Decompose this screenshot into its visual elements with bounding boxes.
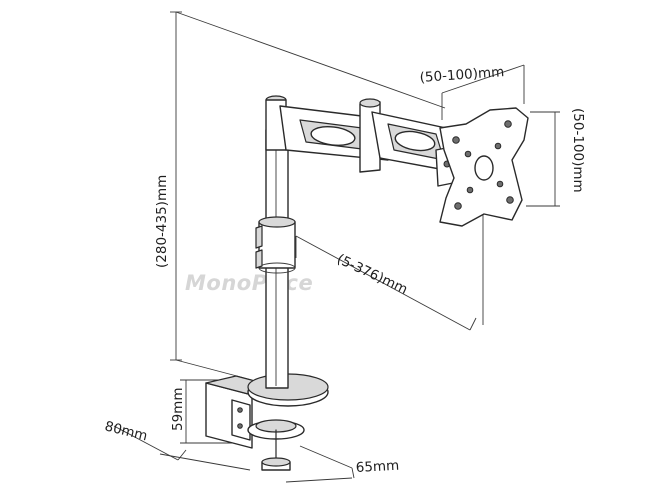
clamp-width-dim-tick bbox=[351, 467, 355, 479]
clamp-hole-1 bbox=[237, 407, 243, 413]
vesa-width-dim-line bbox=[441, 64, 525, 94]
pole-height-extension-top bbox=[175, 11, 446, 109]
arm-reach-dim-line bbox=[295, 235, 471, 331]
clamp-front-plate bbox=[231, 399, 251, 441]
vesa-height-label: (50-100)mm bbox=[570, 108, 586, 193]
dimension-lines bbox=[113, 11, 560, 483]
watermark-text: MonoPrice bbox=[185, 271, 313, 295]
height-collar bbox=[258, 221, 296, 269]
vesa-hole-1 bbox=[452, 136, 460, 144]
vesa-width-label: (50-100)mm bbox=[419, 64, 505, 86]
arm-reach-dim-tick bbox=[469, 317, 477, 331]
vesa-hole-2 bbox=[504, 120, 512, 128]
vesa-hole-6 bbox=[494, 142, 502, 150]
clamp-width-dim-line bbox=[299, 445, 353, 469]
vesa-hole-4 bbox=[506, 196, 514, 204]
clamp-hole-2 bbox=[237, 423, 243, 429]
elbow-joint-cap bbox=[359, 98, 381, 108]
vesa-hole-8 bbox=[496, 180, 504, 188]
height-collar-bottom bbox=[258, 262, 296, 274]
clamp-depth-dim-line bbox=[113, 425, 179, 461]
clamp-width-label: 65mm bbox=[355, 458, 399, 476]
clamp-depth-label: 80mm bbox=[103, 418, 149, 444]
articulating-arm bbox=[279, 98, 459, 187]
arm-segment-1-cutout bbox=[310, 125, 356, 147]
arm-segment-2-cutout bbox=[394, 130, 436, 152]
vesa-hole-3 bbox=[454, 202, 462, 210]
arm-reach-label: (5-376)mm bbox=[334, 251, 410, 298]
height-collar-top bbox=[258, 216, 296, 228]
vesa-hole-7 bbox=[466, 186, 474, 194]
support-pole bbox=[255, 95, 296, 389]
clamp-depth-dim-tick bbox=[177, 449, 187, 461]
vesa-plate bbox=[439, 107, 529, 227]
vesa-hole-5 bbox=[464, 150, 472, 158]
pole-height-label: (280-435)mm bbox=[154, 175, 170, 268]
clamp-knob-top bbox=[261, 457, 291, 467]
collar-knob-1 bbox=[255, 225, 263, 249]
clamp-depth-extension bbox=[159, 453, 251, 471]
vesa-center-hole bbox=[474, 155, 494, 181]
clamp-height-label: 59mm bbox=[170, 388, 186, 431]
collar-knob-2 bbox=[255, 249, 263, 269]
clamp-width-extension bbox=[285, 477, 353, 483]
